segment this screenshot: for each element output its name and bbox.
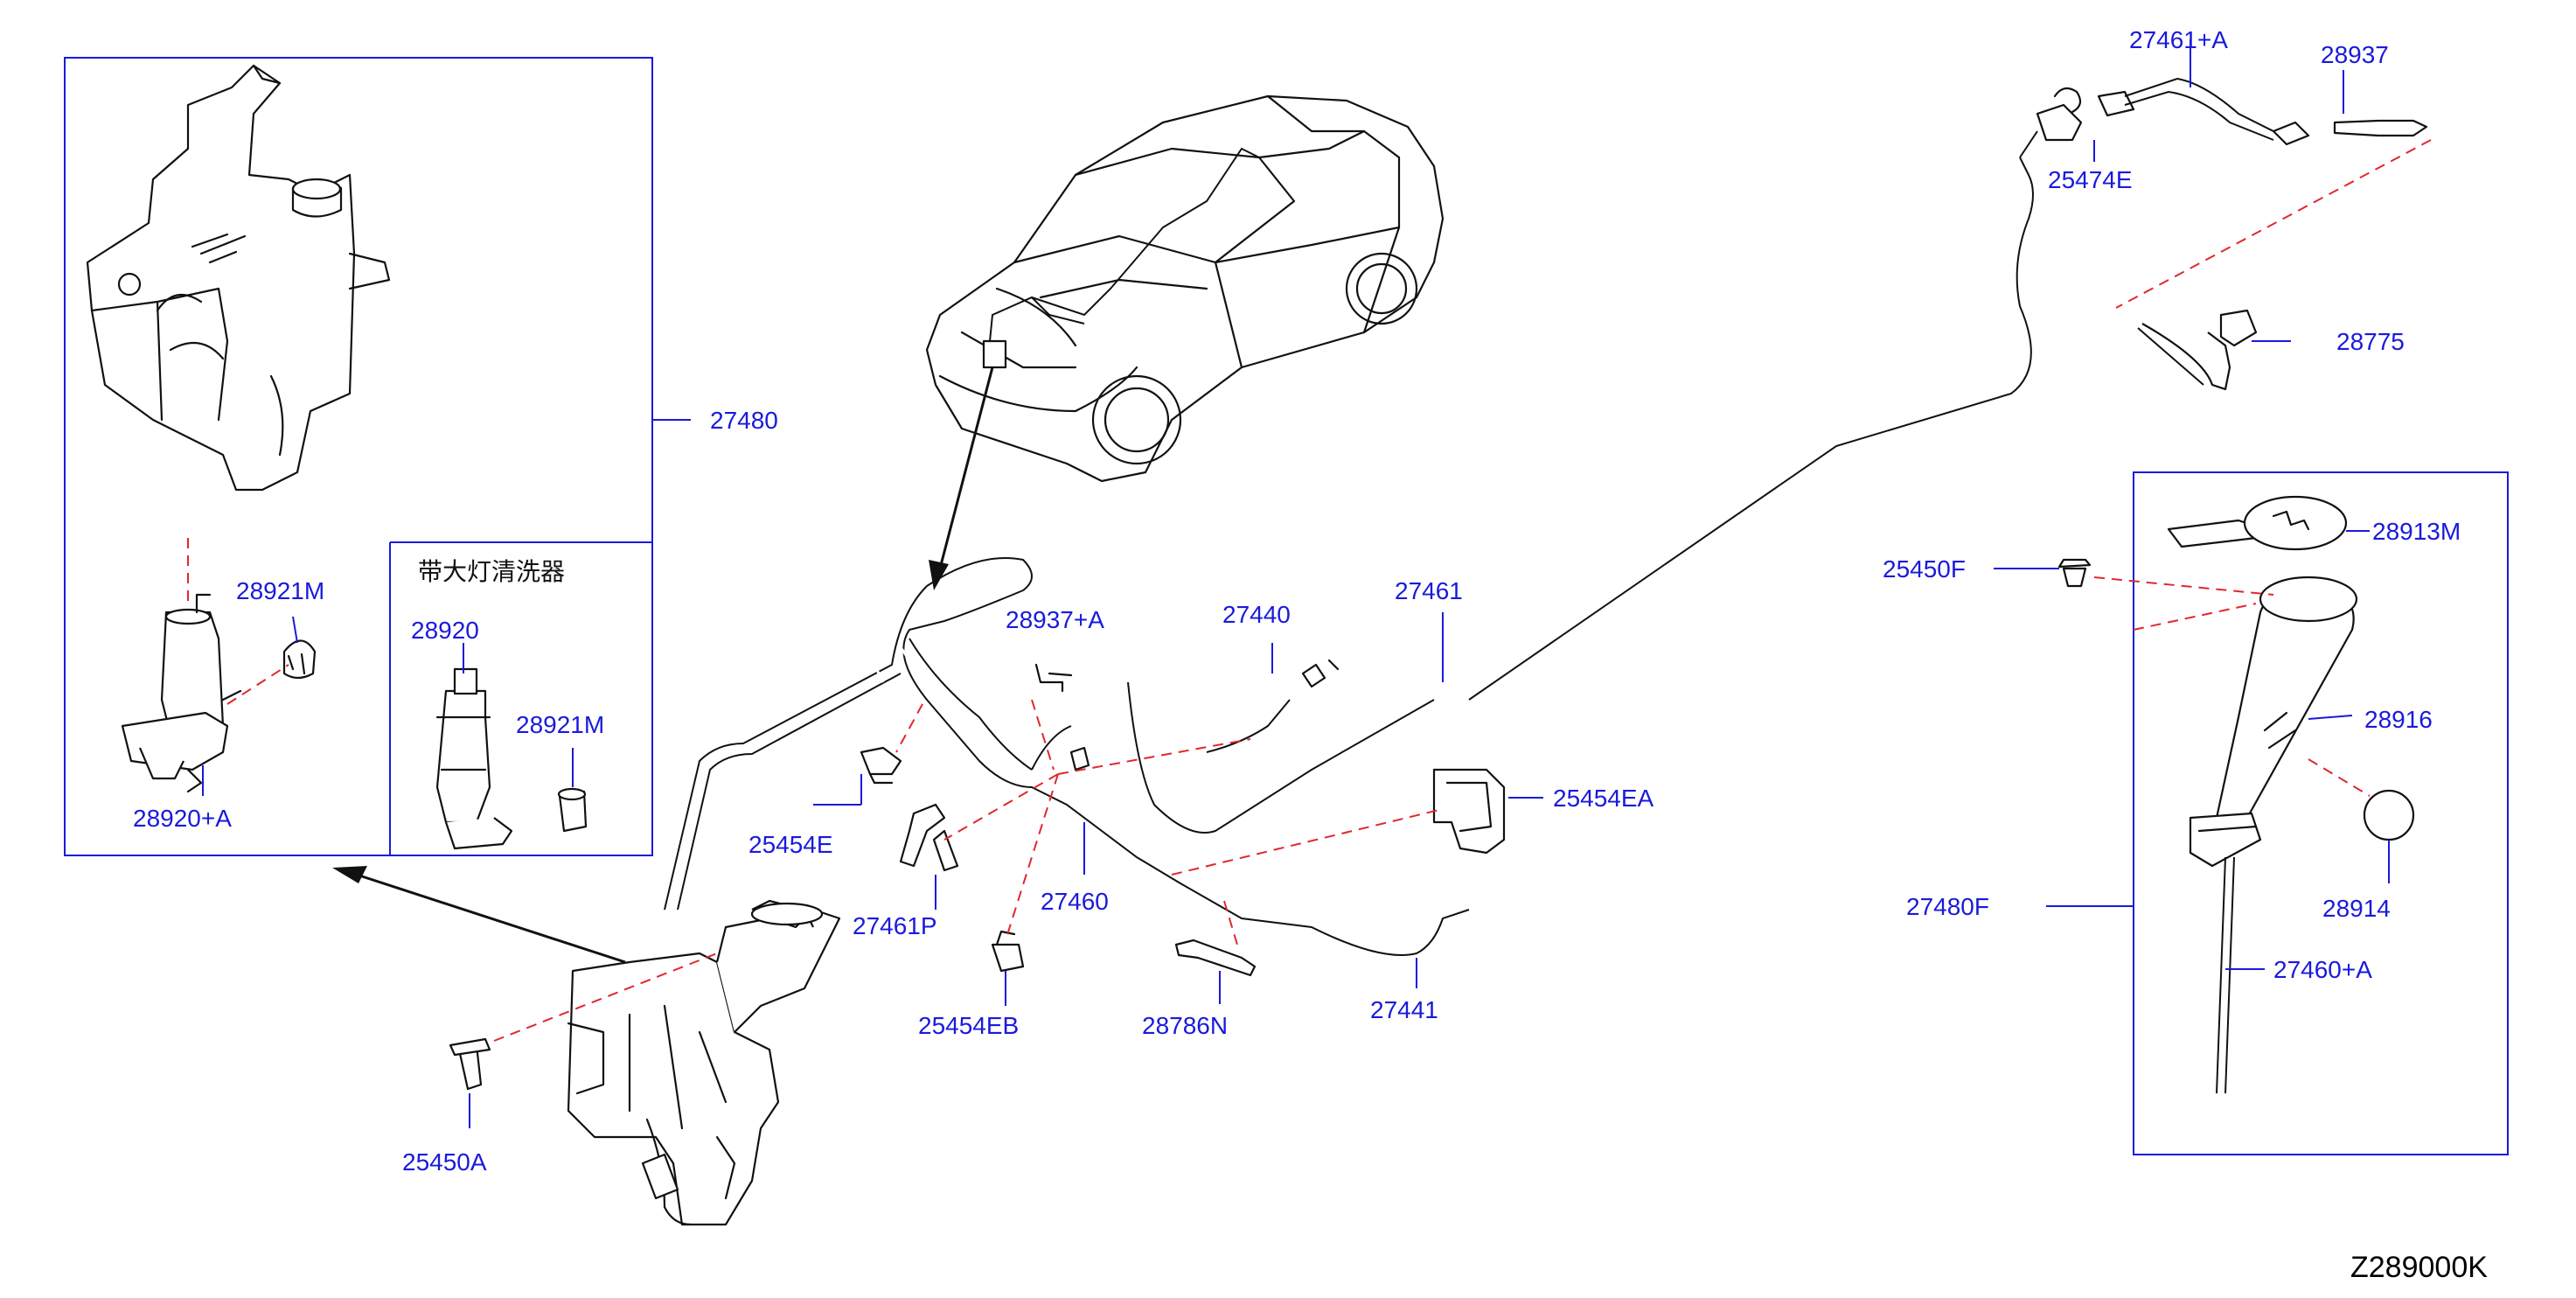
pump-28920-drawing — [435, 667, 513, 850]
callout-27480[interactable]: 27480 — [710, 407, 778, 434]
nozzle-small-parts-drawing — [1034, 659, 1340, 771]
clip-25454eb-drawing — [991, 930, 1025, 973]
inset-leaders — [187, 538, 574, 796]
connector-28786n-drawing — [1174, 939, 1257, 977]
callout-28937[interactable]: 28937 — [2321, 41, 2389, 68]
callout-28916[interactable]: 28916 — [2364, 706, 2433, 733]
callout-28913m[interactable]: 28913M — [2372, 518, 2461, 545]
callout-25454ea[interactable]: 25454EA — [1553, 785, 1654, 812]
screw-25450f-drawing — [2057, 558, 2092, 588]
detail-arrow — [332, 866, 626, 964]
assembly-dashed-lines — [493, 139, 2432, 1042]
grommet-28921m-b-drawing — [557, 787, 588, 833]
callout-27441[interactable]: 27441 — [1370, 996, 1438, 1023]
callout-28920[interactable]: 28920 — [411, 617, 479, 644]
inset-filler-frame — [2046, 471, 2509, 1155]
diagram-code: Z289000K — [2350, 1251, 2488, 1284]
callout-25474e[interactable]: 25474E — [2048, 166, 2133, 193]
callout-28937a[interactable]: 28937+A — [1006, 606, 1104, 633]
rear-nozzle-hose-drawing — [2019, 77, 2428, 158]
callout-27461p[interactable]: 27461P — [853, 912, 937, 939]
callout-27461[interactable]: 27461 — [1395, 577, 1463, 604]
callout-leaders — [469, 39, 2390, 1128]
main-hose-routing — [664, 157, 2034, 956]
callout-28921m-b[interactable]: 28921M — [516, 711, 604, 738]
grommet-28921m-a-drawing — [282, 639, 317, 680]
callout-27440[interactable]: 27440 — [1222, 601, 1291, 628]
washer-tank-drawing — [86, 64, 391, 492]
callout-28786n[interactable]: 28786N — [1142, 1012, 1228, 1039]
vehicle-outline-drawing — [925, 94, 1445, 483]
inset-note-headlamp-washer: 带大灯清洗器 — [418, 557, 565, 586]
elbow-28775-drawing — [2137, 309, 2258, 391]
filler-cap-drawing — [2167, 495, 2348, 551]
callout-27461a[interactable]: 27461+A — [2129, 26, 2228, 53]
vehicle-arrow — [929, 366, 994, 590]
filler-neck-drawing — [2189, 576, 2358, 1094]
bracket-25454ea-drawing — [1432, 768, 1506, 855]
clip-25454e-drawing — [860, 746, 902, 785]
main-tank-drawing — [567, 899, 841, 1226]
callout-28914[interactable]: 28914 — [2322, 895, 2391, 922]
callout-27480f[interactable]: 27480F — [1906, 893, 1989, 920]
callout-27460a[interactable]: 27460+A — [2273, 956, 2372, 983]
callout-27460[interactable]: 27460 — [1041, 888, 1109, 915]
callout-28921m-a[interactable]: 28921M — [236, 577, 324, 604]
callout-25454eb[interactable]: 25454EB — [918, 1012, 1019, 1039]
callout-28775[interactable]: 28775 — [2336, 328, 2405, 355]
pump-28920a-drawing — [121, 593, 242, 793]
callout-25450a[interactable]: 25450A — [402, 1148, 487, 1176]
inset-reservoir-frame — [64, 57, 691, 856]
callout-28920a[interactable]: 28920+A — [133, 805, 232, 832]
callout-25454e[interactable]: 25454E — [748, 831, 833, 858]
bolt-25450a-drawing — [449, 1037, 491, 1091]
callout-25450f[interactable]: 25450F — [1883, 555, 1966, 583]
joint-27461p-drawing — [899, 803, 959, 872]
cap-28914-drawing — [2363, 789, 2415, 841]
